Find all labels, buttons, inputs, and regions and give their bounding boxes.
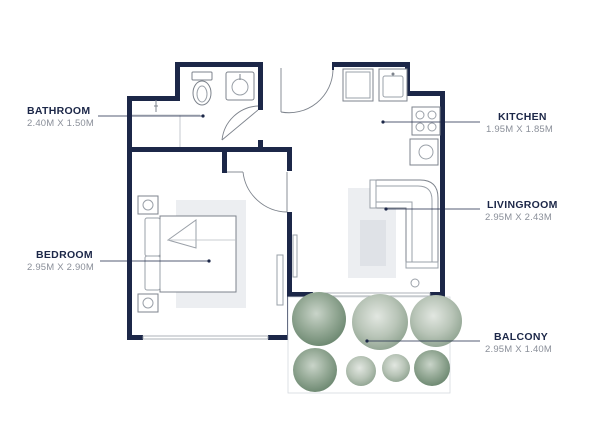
kitchen-size: 1.95M X 1.85M bbox=[486, 124, 553, 135]
wardrobe bbox=[276, 254, 284, 306]
doors bbox=[221, 62, 334, 213]
sofa-icon bbox=[369, 179, 439, 269]
living-console bbox=[292, 234, 298, 278]
bedroom-size: 2.95M X 2.90M bbox=[27, 262, 94, 273]
bed-icon bbox=[144, 215, 237, 293]
sink-icon bbox=[225, 71, 255, 101]
living-rug-inner bbox=[360, 220, 386, 266]
washing-machine-icon bbox=[409, 138, 439, 166]
leader-lines bbox=[98, 114, 480, 343]
nightstand-bottom bbox=[137, 293, 159, 313]
livingroom-size: 2.95M X 2.43M bbox=[485, 212, 552, 223]
livingroom-label: LIVINGROOM bbox=[487, 199, 558, 211]
bathroom-size: 2.40M X 1.50M bbox=[27, 118, 94, 129]
shower-area bbox=[132, 100, 200, 147]
bathroom-label: BATHROOM bbox=[27, 105, 90, 117]
nightstand-top bbox=[137, 195, 159, 215]
bedroom-label: BEDROOM bbox=[36, 249, 93, 261]
kitchen-label: KITCHEN bbox=[498, 111, 547, 123]
fridge-icon bbox=[342, 68, 374, 102]
toilet-icon bbox=[191, 71, 213, 106]
kitchen-sink-icon bbox=[378, 68, 408, 102]
plant-icon bbox=[292, 292, 462, 392]
balcony-size: 2.95M X 1.40M bbox=[485, 344, 552, 355]
stove-icon bbox=[411, 106, 441, 136]
balcony-label: BALCONY bbox=[494, 331, 548, 343]
side-table bbox=[410, 278, 420, 288]
